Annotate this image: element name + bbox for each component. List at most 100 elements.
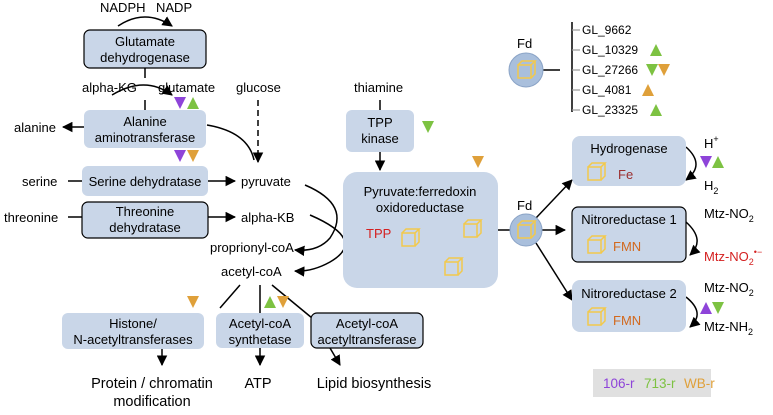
pfor-box: [343, 172, 498, 288]
legend-background: [593, 369, 711, 397]
nitroreductase1-fmn-cofactor: FMN: [613, 239, 641, 254]
acs-label-1: Acetyl-coA: [229, 316, 291, 331]
nitroreductase1-label: Nitroreductase 1: [581, 212, 676, 227]
fd-gene-list: GL_9662 GL_10329 GL_27266 GL_4081 GL_233…: [572, 23, 638, 117]
acetyl-acat-line: [271, 284, 313, 319]
hydrogenase-fe-cofactor: Fe: [618, 167, 633, 182]
histone-orange-down-triangle-icon: [187, 296, 199, 308]
acat-box: [310, 312, 424, 349]
fd-legend-label: Fd: [517, 36, 532, 51]
ferredoxin-circles: [508, 52, 544, 247]
acat-lipid-arrow: [329, 347, 341, 366]
nadph-nadp-arrow: [117, 16, 173, 27]
glutamate-dh-label-1: Glutamate: [115, 34, 175, 49]
protein-outcome-label-1: Protein / chromatin: [91, 376, 213, 392]
fd-gene-label: GL_27266: [582, 63, 638, 77]
atp-outcome-label: ATP: [244, 376, 271, 392]
h2-label: H2: [704, 178, 718, 196]
reaction-arrows: [61, 16, 701, 367]
propionyl-coa-label: proprionyl-coA: [210, 240, 294, 255]
nadph-label: NADPH: [100, 0, 146, 15]
serine-dh-label: Serine dehydratase: [89, 174, 202, 189]
pyruvate-label: pyruvate: [241, 174, 291, 189]
fd-gene-row: GL_10329: [572, 43, 638, 57]
fd-gene-row: GL_23325: [572, 103, 638, 117]
alanine-at-purple-down-triangle-icon: [174, 150, 186, 162]
alpha-kb-label: alpha-KB: [241, 210, 294, 225]
fd-central-circle: [509, 213, 543, 247]
histone-box: [62, 313, 204, 349]
glutamate-dh-label-2: dehydrogenase: [100, 50, 190, 65]
glutamate-label: glutamate: [158, 80, 215, 95]
lipid-outcome-label: Lipid biosynthesis: [317, 376, 431, 392]
acs-orange-down-triangle-icon: [277, 296, 289, 308]
enzyme-boxes: [62, 29, 687, 349]
gl27266-green-down-triangle-icon: [646, 64, 658, 76]
legend-wbr: WB-r: [684, 376, 715, 391]
threonine-dehydratase-box: [81, 201, 209, 239]
alanine-aminotransferase-box: [84, 110, 206, 148]
hydrogenase-label: Hydrogenase: [590, 141, 667, 156]
acat-label-1: Acetyl-coA: [336, 316, 398, 331]
threonine-dh-label-1: Threonine: [116, 204, 175, 219]
gl4081-orange-up-triangle-icon: [642, 84, 654, 96]
threonine-dh-label-2: dehydratase: [109, 220, 181, 235]
mtz-no2-label-b: Mtz-NO2: [704, 280, 754, 298]
nitroreductase2-purple-up-triangle-icon: [700, 302, 712, 314]
acs-green-up-triangle-icon: [264, 296, 276, 308]
gl27266-orange-down-triangle-icon: [658, 64, 670, 76]
acs-label-2: synthetase: [229, 332, 292, 347]
glucose-label: glucose: [236, 80, 281, 95]
gl23325-green-up-triangle-icon: [650, 104, 662, 116]
serine-dehydratase-box: [82, 166, 208, 196]
hydrogenase-curve: [685, 146, 697, 181]
serine-label: serine: [22, 174, 57, 189]
alanine-label: alanine: [14, 120, 56, 135]
pfor-tpp-cofactor: TPP: [366, 226, 391, 241]
fd-legend-circle: [508, 52, 544, 88]
nitroreductase2-label: Nitroreductase 2: [581, 286, 676, 301]
nadp-label: NADP: [156, 0, 192, 15]
protein-outcome-label-2: modification: [113, 394, 190, 410]
fd-central-label: Fd: [517, 198, 532, 213]
fd-gene-label: GL_9662: [582, 23, 632, 37]
acs-box: [216, 313, 304, 348]
nitroreductase2-green-down-triangle-icon: [712, 302, 724, 314]
gl10329-green-up-triangle-icon: [650, 44, 662, 56]
labels: NADPH NADP alpha-KG glutamate glucose al…: [4, 0, 762, 410]
mtz-nh2-label: Mtz-NH2: [704, 319, 753, 337]
glutamate-purple-down-triangle-icon: [174, 97, 186, 109]
nitroreductase2-fmn-cofactor: FMN: [613, 313, 641, 328]
pfor-label-1: Pyruvate:ferredoxin: [364, 184, 477, 199]
legend-106r: 106-r: [603, 376, 635, 391]
akb-propionyl-curve: [293, 184, 338, 257]
mtz-no2-label-a: Mtz-NO2: [704, 206, 754, 224]
alanine-at-label-2: aminotransferase: [95, 130, 195, 145]
histone-label-2: N-acetyltransferases: [73, 332, 193, 347]
alpha-kg-label: alpha-KG: [82, 80, 137, 95]
glutamate-green-up-triangle-icon: [187, 97, 199, 109]
fd-gene-label: GL_23325: [582, 103, 638, 117]
pfor-orange-down-triangle-icon: [472, 156, 484, 168]
fd-hydrogenase-arrow: [535, 179, 573, 219]
glutamate-dehydrogenase-box: [83, 29, 207, 69]
strain-legend: 106-r 713-r WB-r: [593, 369, 715, 397]
fd-gene-label: GL_10329: [582, 43, 638, 57]
histone-label-1: Histone/: [109, 316, 157, 331]
threonine-label: threonine: [4, 210, 58, 225]
fd-gene-row: GL_27266: [572, 63, 638, 77]
tpp-kinase-label-2: kinase: [361, 131, 399, 146]
thiamine-label: thiamine: [354, 80, 403, 95]
tpp-kinase-box: [346, 110, 414, 152]
acetyl-histone-line: [219, 284, 241, 309]
legend-713r: 713-r: [644, 376, 676, 391]
nitro2-curve: [685, 296, 701, 328]
nitro1-curve: [685, 221, 701, 256]
fd-gene-row: GL_9662: [572, 23, 632, 37]
tpp-kinase-label-1: TPP: [367, 115, 392, 130]
akg-glutamate-arrow: [111, 84, 173, 96]
pfor-label-2: oxidoreductase: [376, 200, 464, 215]
hydrogenase-purple-down-triangle-icon: [700, 156, 712, 168]
